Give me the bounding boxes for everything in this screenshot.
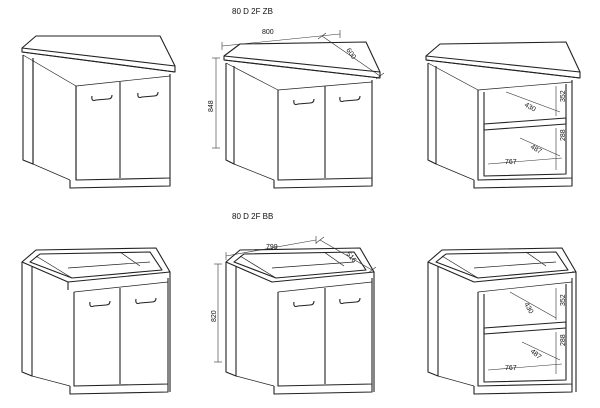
section-title-bb: 80 D 2F BB [232,212,273,221]
cabinet-zb-closed [21,35,176,189]
dim-lower-depth-bb: 487 [529,348,543,361]
cabinet-bb-closed [21,247,171,395]
dim-inner-width-bb: 767 [505,365,517,372]
dim-lower-height-bb: 288 [560,334,567,346]
cabinet-bb-open: 430 352 487 288 767 [427,247,577,395]
dim-height-zb: 848 [208,100,215,112]
cabinet-zb-dimensioned: 800 600 848 [208,29,385,189]
dim-inner-width-zb: 767 [505,159,517,166]
dim-upper-depth-zb: 430 [523,102,537,114]
dim-lower-height-zb: 288 [560,129,567,141]
dim-upper-height-zb: 352 [560,90,567,102]
cabinet-bb-dimensioned: 799 516 820 [211,236,377,395]
dim-height-bb: 820 [211,310,218,322]
dim-upper-height-bb: 352 [560,294,567,306]
dim-width-zb: 800 [262,29,274,36]
dim-width-bb: 799 [266,244,278,251]
dim-lower-depth-zb: 487 [529,144,543,156]
dim-upper-depth-bb: 430 [522,302,534,316]
section-title-zb: 80 D 2F ZB [232,7,273,16]
cabinet-zb-open: 430 352 487 288 767 [425,41,581,189]
